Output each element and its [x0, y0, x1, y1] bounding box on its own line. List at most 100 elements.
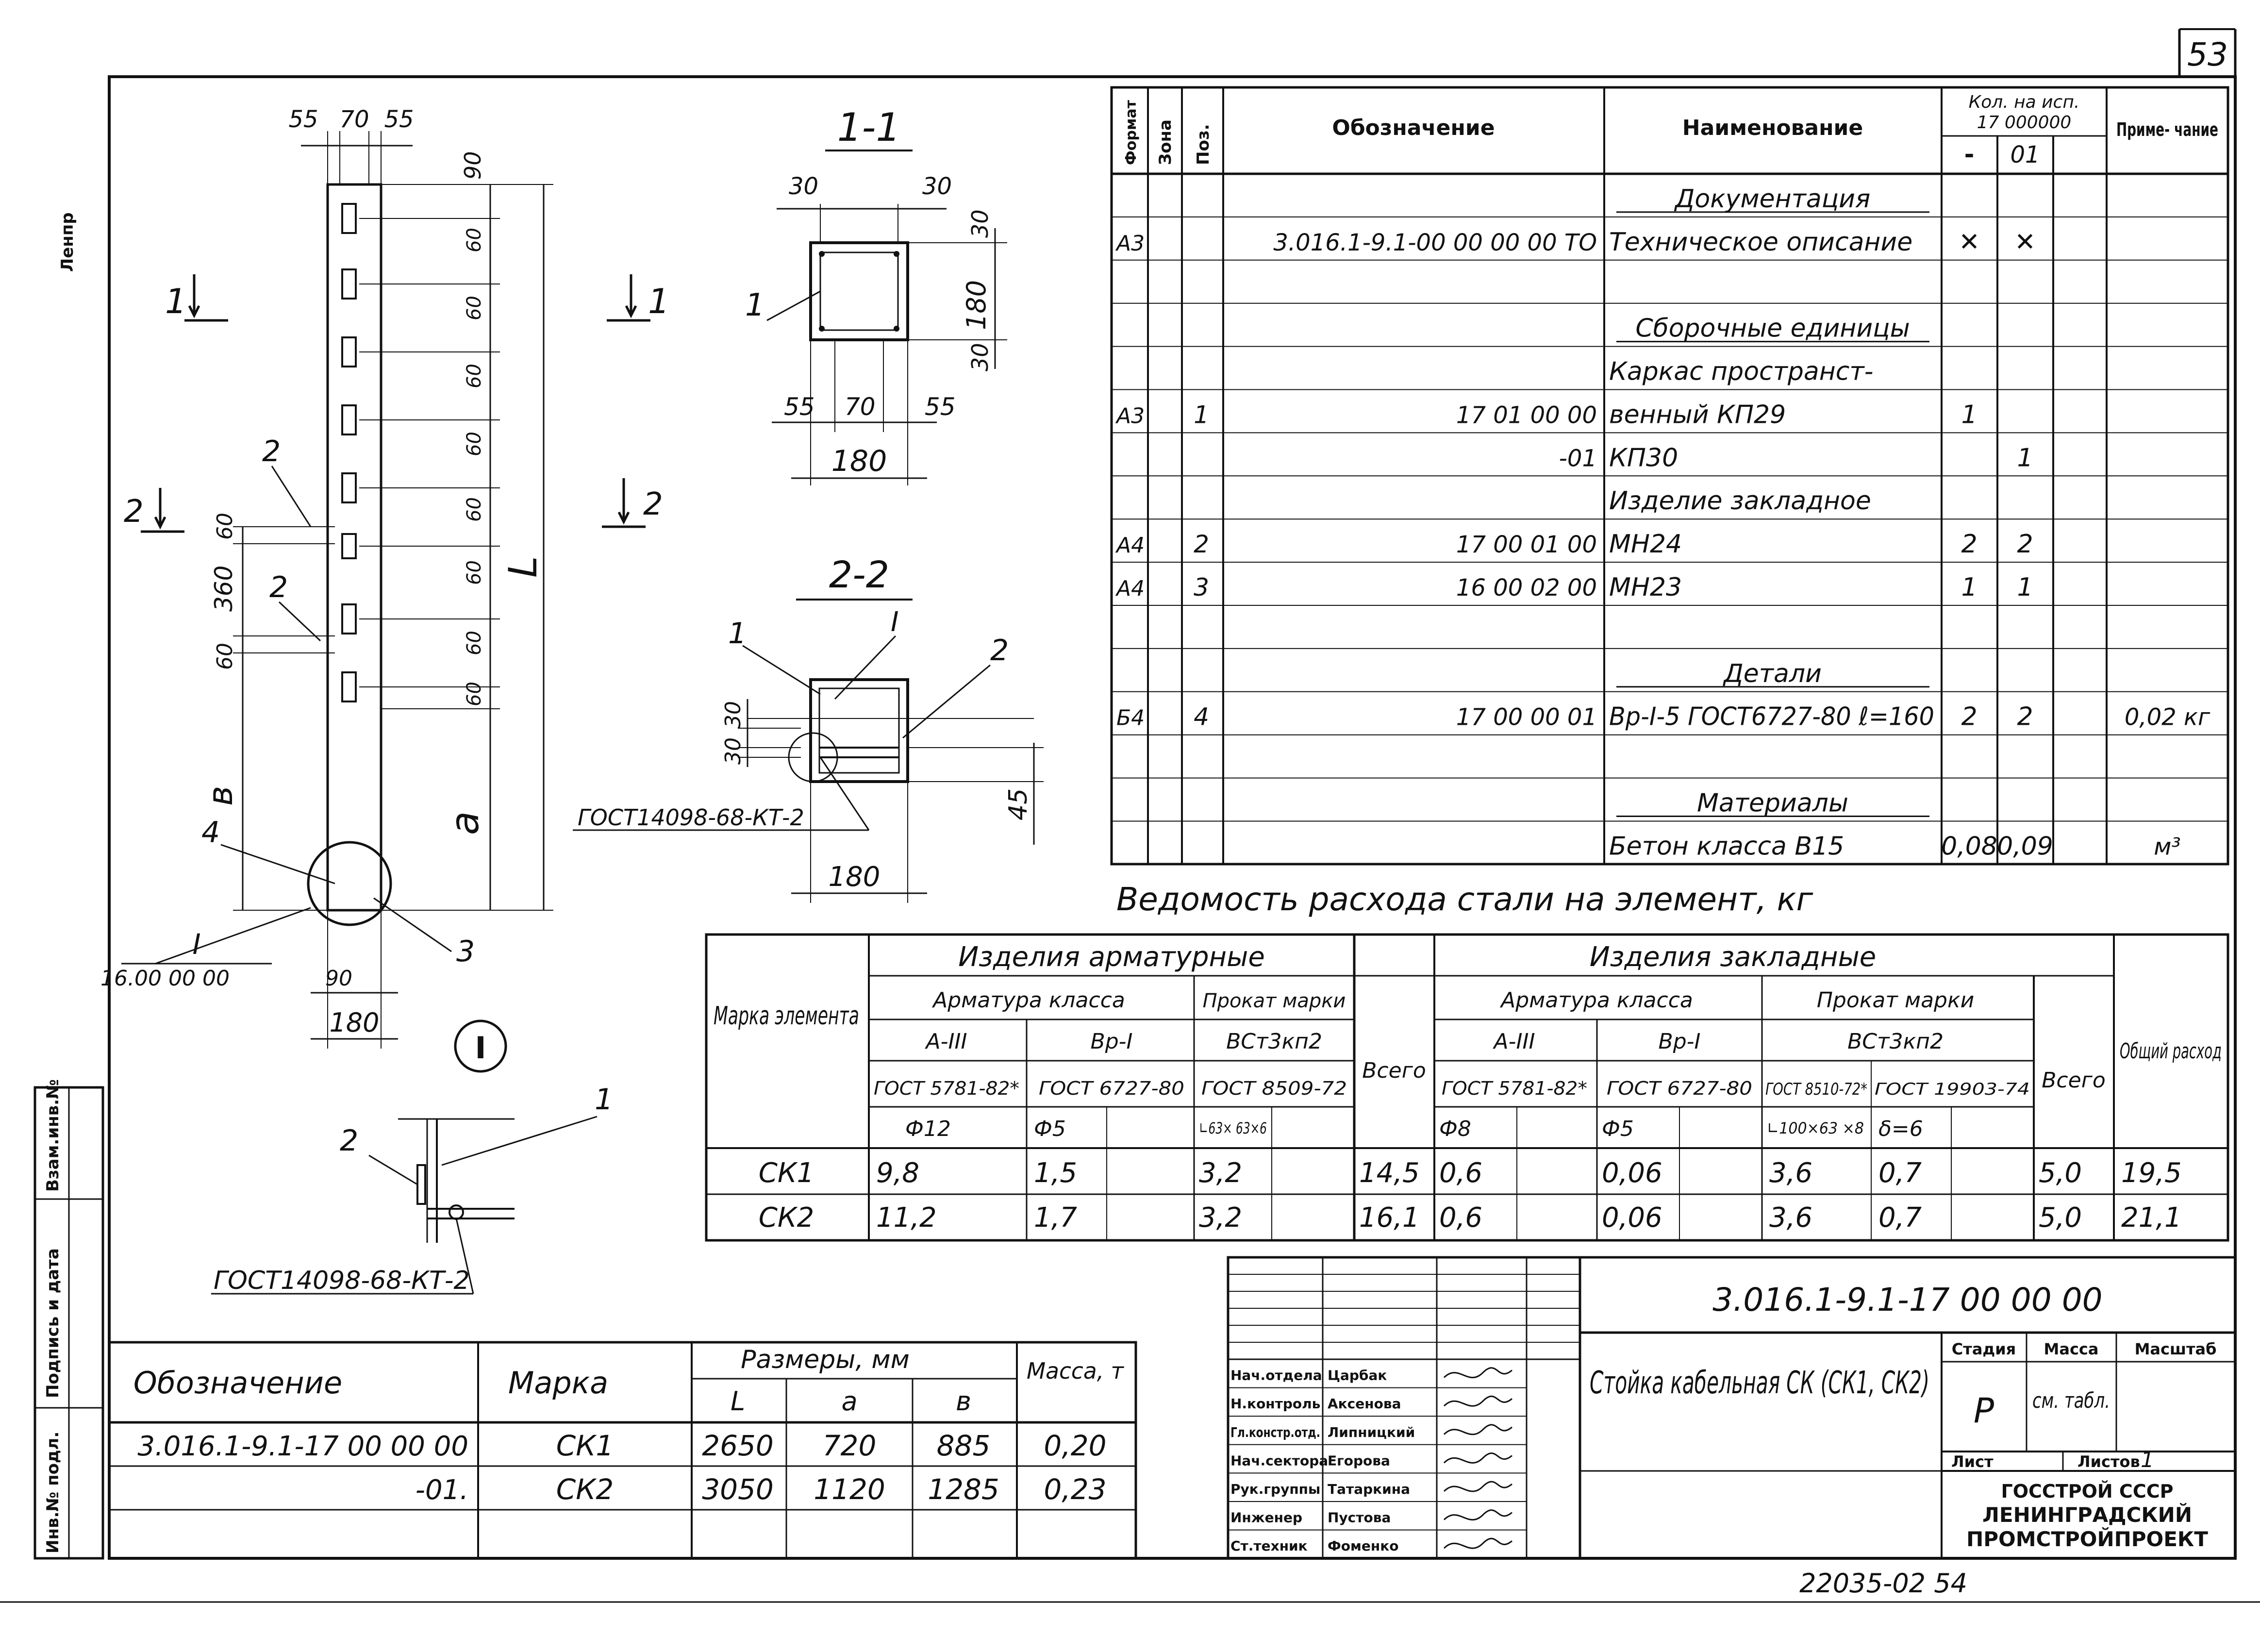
section-mark-2-right: 2: [643, 486, 663, 522]
steel-class-6: ВСт3кп2: [1847, 1029, 1944, 1054]
dim-left-60a: 60: [213, 513, 237, 540]
sheet-frame: 53 22035-02 54: [0, 28, 2260, 1603]
spec-row-note: 0,02 кг: [2125, 704, 2210, 731]
spec-row-name: Бетон класса В15: [1609, 832, 1844, 861]
steel-row-value: 14,5: [1359, 1157, 1420, 1189]
spec-section-heading: Документация: [1674, 184, 1870, 214]
strip-signature-date: Подпись и дата: [43, 1248, 63, 1398]
dim-L: L: [500, 556, 546, 578]
spec-row-designation: 17 01 00 00: [1456, 401, 1597, 429]
archive-number: 22035-02 54: [1799, 1568, 1967, 1599]
elev-leader-2b: 2: [269, 570, 288, 604]
s11-dim-30-left: 30: [789, 173, 818, 200]
section-mark-1-right: 1: [648, 282, 670, 321]
spec-header-qty-col2: 01: [2010, 141, 2040, 168]
dim-top-2: 70: [339, 106, 369, 133]
dim-right-1: 60: [463, 228, 485, 252]
variants-header-mass: Масса, т: [1027, 1358, 1124, 1384]
s22-leader-1: 1: [728, 617, 747, 651]
steel-title: Ведомость расхода стали на элемент, кг: [1116, 881, 1813, 918]
dim-left-360: 360: [210, 566, 238, 612]
s11-dim-70: 70: [845, 393, 876, 421]
spec-row-qty2: 1: [2017, 573, 2033, 602]
steel-gost-6: ГОСТ 8510-72*: [1765, 1080, 1867, 1099]
steel-row-value: 3,2: [1199, 1202, 1242, 1234]
staff-name: Татаркина: [1328, 1481, 1410, 1497]
variants-row-L: 3050: [702, 1473, 774, 1506]
signature-mark: [1443, 1509, 1512, 1521]
spec-row-name: МН23: [1609, 573, 1682, 602]
title-mass-label: Масса: [2044, 1340, 2099, 1358]
steel-group1: Изделия арматурные: [958, 941, 1265, 973]
elevation-view: 55 70 55 90 60 60 60 60 60: [100, 106, 670, 1049]
spec-row-designation: 3.016.1-9.1-00 00 00 00 ТО: [1273, 229, 1597, 256]
spec-row-pos: 4: [1194, 703, 1209, 731]
s22-gost: ГОСТ14098-68-КТ-2: [578, 804, 804, 831]
spec-row-qty1: 2: [1961, 530, 1977, 559]
steel-total-1: Всего: [1362, 1058, 1426, 1083]
signature-mark: [1443, 1424, 1512, 1435]
steel-row-value: 3,6: [1769, 1157, 1812, 1189]
node-ref: 16.00 00 00: [100, 966, 230, 991]
elev-leader-4: 4: [201, 816, 220, 850]
spec-row-qty1: ✕: [1959, 228, 1980, 257]
steel-g2-sub2: Прокат марки: [1817, 988, 1974, 1013]
staff-role: Рук.группы: [1230, 1481, 1320, 1497]
steel-gost-1: ГОСТ 5781-82*: [874, 1078, 1019, 1099]
spec-row-pos: 1: [1194, 400, 1209, 429]
steel-row-mark: СК1: [759, 1157, 814, 1189]
staff-role: Нач.отдела: [1230, 1368, 1322, 1384]
dim-right-2: 60: [463, 296, 485, 320]
steel-total-2: Всего: [2042, 1068, 2105, 1093]
spec-row-qty1: 1: [1961, 400, 1977, 429]
steel-gost-4: ГОСТ 5781-82*: [1442, 1078, 1587, 1099]
strip-inv-number: Инв.№ подл.: [43, 1432, 63, 1553]
title-scale-label: Масштаб: [2135, 1340, 2217, 1358]
variants-row-mark: СК2: [556, 1473, 614, 1506]
node-circle: [307, 841, 392, 926]
title-sheets: 1: [2141, 1448, 2154, 1472]
steel-mark-header-text: Марка элемента: [714, 1001, 859, 1031]
title-org-2: ЛЕНИНГРАДСКИЙ: [1982, 1502, 2192, 1527]
title-doc-code: 3.016.1-9.1-17 00 00 00: [1712, 1281, 2102, 1318]
steel-row-value: 19,5: [2121, 1157, 2182, 1189]
steel-size-7: δ=6: [1878, 1117, 1923, 1141]
steel-group2: Изделия закладные: [1590, 941, 1877, 973]
title-sheet-label: Лист: [1951, 1452, 1994, 1471]
spec-row-name: Вр-I-5 ГОСТ6727-80 ℓ=160: [1609, 702, 1934, 732]
title-sheets-label: Листов: [2077, 1452, 2140, 1471]
steel-grand-total: Общий расход: [2120, 1039, 2222, 1064]
variants-header-dims: Размеры, мм: [741, 1345, 910, 1374]
steel-row-value: 0,06: [1602, 1202, 1662, 1234]
spec-row-format: А4: [1115, 533, 1145, 558]
steel-row-value: 21,1: [2121, 1202, 2182, 1234]
steel-gost-5: ГОСТ 6727-80: [1607, 1078, 1752, 1099]
spec-row-designation: 17 00 00 01: [1456, 704, 1597, 731]
staff-name: Фоменко: [1328, 1538, 1398, 1554]
steel-mark-header: Марка элемента: [714, 1001, 859, 1031]
title-org-3: ПРОМСТРОЙПРОЕКТ: [1966, 1527, 2208, 1551]
dim-a: a: [442, 811, 487, 835]
node-leader-1: 1: [595, 1083, 613, 1117]
s22-dim-30a: 30: [721, 701, 746, 728]
spec-row-name: венный КП29: [1609, 400, 1786, 429]
s22-leader-2: 2: [990, 634, 1009, 667]
steel-class-4: А-III: [1493, 1029, 1535, 1054]
steel-row-value: 3,6: [1769, 1202, 1812, 1234]
dim-right-5: 60: [463, 497, 485, 522]
spec-row-name: МН24: [1609, 530, 1682, 559]
steel-row-value: 9,8: [876, 1157, 919, 1189]
s22-leader-I: I: [891, 606, 899, 638]
dim-right-3: 60: [463, 364, 485, 388]
node-detail: I 2 1 ГОСТ14098-68-КТ-2: [211, 1019, 613, 1295]
dim-right-8: 60: [463, 682, 485, 706]
variants-header-a: a: [841, 1386, 857, 1417]
spec-row-qty2: ✕: [2014, 228, 2036, 257]
node-detail-label: I: [475, 1030, 486, 1066]
steel-row-value: 3,2: [1199, 1157, 1242, 1189]
variants-row-mass: 0,23: [1044, 1473, 1106, 1506]
spec-row-pos: 2: [1194, 530, 1209, 558]
elev-leader-3: 3: [456, 934, 475, 968]
